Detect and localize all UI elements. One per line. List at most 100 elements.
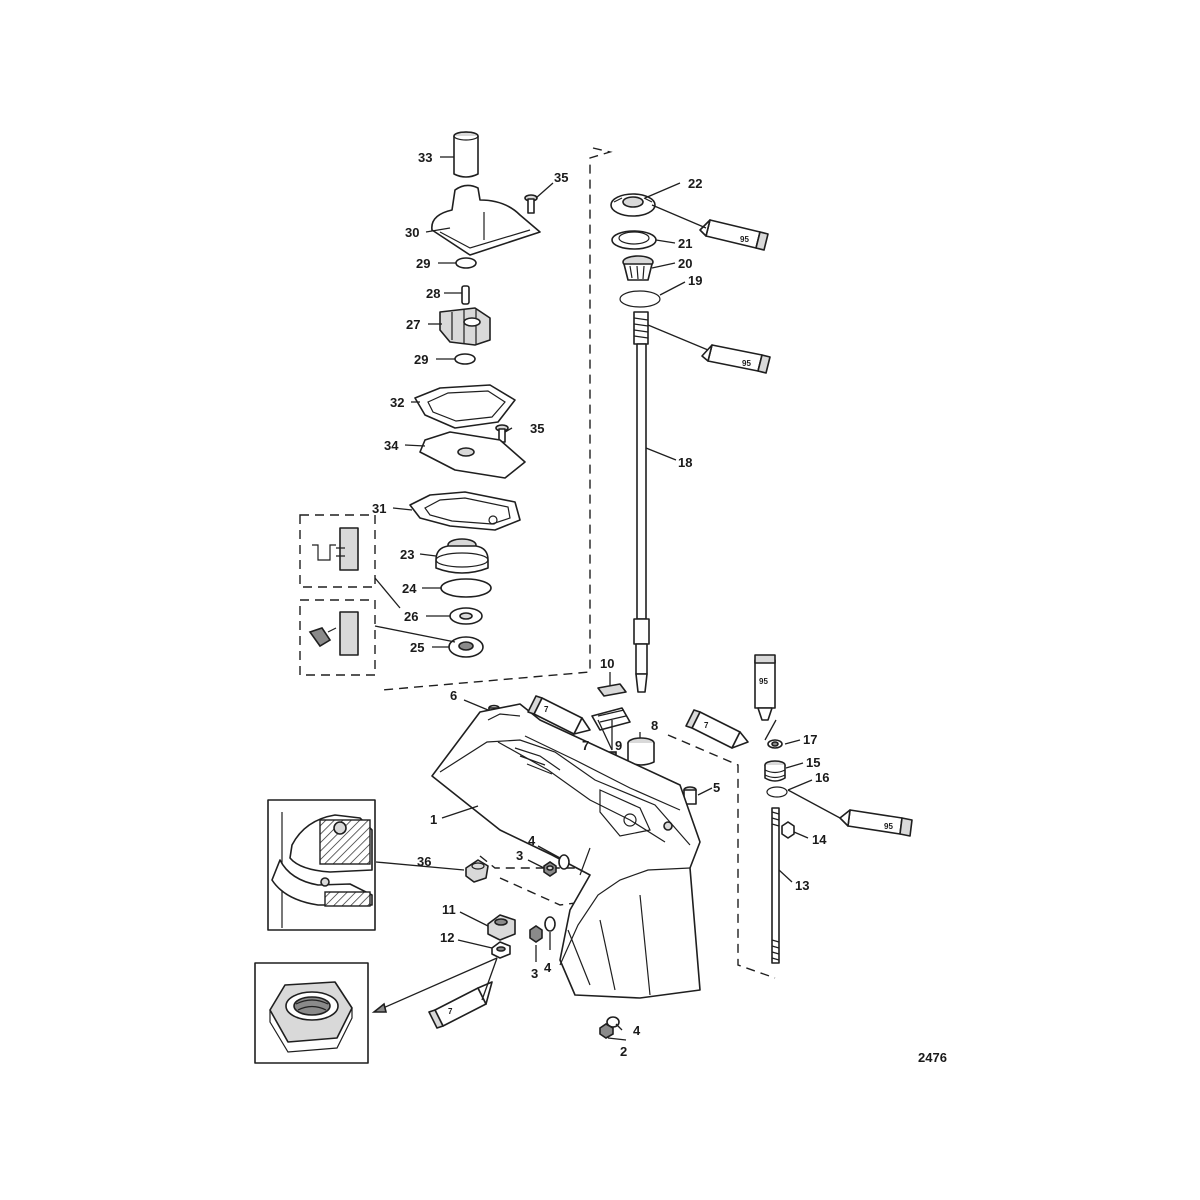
- callout-15: 15: [806, 755, 820, 770]
- svg-text:7: 7: [448, 1007, 453, 1016]
- callout-1: 1: [430, 812, 437, 827]
- part-3-nut-upper: [543, 861, 557, 877]
- callout-34: 34: [384, 438, 399, 453]
- part-14-nut: [781, 821, 795, 839]
- callout-14: 14: [812, 832, 827, 847]
- sealant-tube-95-right-lower: 95: [839, 809, 913, 837]
- part-1-gearcase-housing: [431, 703, 701, 999]
- svg-text:95: 95: [884, 822, 893, 831]
- callout-16: 16: [815, 770, 829, 785]
- callout-29-lower: 29: [414, 352, 428, 367]
- callout-28: 28: [426, 286, 440, 301]
- part-17-washer: [767, 739, 783, 749]
- callout-20: 20: [678, 256, 692, 271]
- callout-8: 8: [651, 718, 658, 733]
- callout-17: 17: [803, 732, 817, 747]
- callout-18: 18: [678, 455, 692, 470]
- callout-4-lower: 4: [633, 1023, 641, 1038]
- leader-lines: [371, 156, 841, 1041]
- callout-7: 7: [582, 738, 589, 753]
- svg-text:95: 95: [759, 677, 768, 686]
- figure-number: 2476: [918, 1050, 947, 1065]
- sealant-tube-7-right: 7: [685, 709, 749, 749]
- callout-11: 11: [442, 902, 456, 917]
- part-25-bearing: [448, 636, 484, 658]
- callout-4-mid: 4: [544, 960, 552, 975]
- svg-text:7: 7: [544, 705, 549, 714]
- seal-detail-box-lower: [299, 599, 376, 676]
- callout-9: 9: [615, 738, 622, 753]
- part-29-oring-lower: [454, 353, 476, 365]
- part-12-locknut: [491, 941, 511, 959]
- part-11-thrust-washer: [487, 914, 516, 941]
- callout-33: 33: [418, 150, 432, 165]
- sealant-tube-95-mid: 95: [701, 344, 771, 374]
- callout-labels: 33 35 30 29 28 27 29 32 35 34 31 23 24 2…: [372, 150, 947, 1065]
- part-24-oring: [440, 578, 492, 598]
- callout-10: 10: [600, 656, 614, 671]
- sealant-tube-7-bottom: 7: [428, 981, 493, 1029]
- part-2-nut: [599, 1023, 614, 1039]
- part-35-screw-top: [524, 194, 538, 214]
- part-3-nut-lower: [529, 925, 543, 943]
- part-31-gasket: [409, 491, 521, 531]
- part-23-seal-carrier: [435, 538, 489, 574]
- part-30-pump-housing: [431, 184, 541, 256]
- callout-12: 12: [440, 930, 454, 945]
- callout-25: 25: [410, 640, 424, 655]
- callout-35-top: 35: [554, 170, 568, 185]
- part-9-pump-key: [591, 707, 631, 731]
- part-35-screw-mid: [495, 424, 509, 443]
- sealant-tube-95-right-upper: 95: [754, 654, 776, 721]
- part-33-sleeve: [453, 131, 479, 178]
- callout-24: 24: [402, 581, 417, 596]
- part-22-bearing-retainer: [610, 193, 656, 217]
- callout-13: 13: [795, 878, 809, 893]
- part-16-oring: [766, 786, 788, 798]
- part-20-tapered-bearing: [622, 255, 654, 281]
- callout-35-mid: 35: [530, 421, 544, 436]
- svg-text:95: 95: [740, 235, 749, 244]
- part-4-washer-upper: [558, 854, 570, 870]
- callout-32: 32: [390, 395, 404, 410]
- sealant-tube-7-left: 7: [527, 695, 591, 735]
- callout-19: 19: [688, 273, 702, 288]
- callout-21: 21: [678, 236, 692, 251]
- part-27-impeller: [439, 307, 491, 346]
- locknut-detail-box: [254, 962, 369, 1064]
- anode-detail-box: [267, 799, 376, 931]
- callout-26: 26: [404, 609, 418, 624]
- part-21-bearing-cup: [611, 230, 657, 250]
- part-32-gasket: [414, 384, 516, 429]
- sealant-tube-95-top: 95: [699, 219, 769, 251]
- part-15-grommet: [764, 760, 786, 782]
- part-4-washer-mid: [544, 916, 556, 932]
- part-19-oring: [619, 290, 661, 308]
- seal-detail-box-upper: [299, 514, 376, 588]
- svg-text:95: 95: [742, 359, 751, 368]
- callout-29-upper: 29: [416, 256, 430, 271]
- part-8-sleeve: [627, 737, 655, 766]
- svg-text:7: 7: [704, 721, 709, 730]
- callout-2: 2: [620, 1044, 627, 1059]
- callout-27: 27: [406, 317, 420, 332]
- part-26-washer: [449, 607, 483, 625]
- part-28-drive-key: [461, 285, 470, 305]
- callout-4-upper: 4: [528, 833, 536, 848]
- callout-22: 22: [688, 176, 702, 191]
- callout-31: 31: [372, 501, 386, 516]
- part-18-drive-shaft: [633, 311, 650, 693]
- callout-5: 5: [713, 780, 720, 795]
- callout-6: 6: [450, 688, 457, 703]
- callout-30: 30: [405, 225, 419, 240]
- callout-23: 23: [400, 547, 414, 562]
- part-36-anode: [465, 859, 489, 883]
- part-13-stud: [771, 807, 780, 964]
- callout-36: 36: [417, 854, 431, 869]
- part-10-shim: [597, 683, 627, 697]
- part-34-face-plate: [419, 431, 526, 479]
- part-29-oring-upper: [455, 257, 477, 269]
- callout-3-upper: 3: [516, 848, 523, 863]
- callout-3-lower: 3: [531, 966, 538, 981]
